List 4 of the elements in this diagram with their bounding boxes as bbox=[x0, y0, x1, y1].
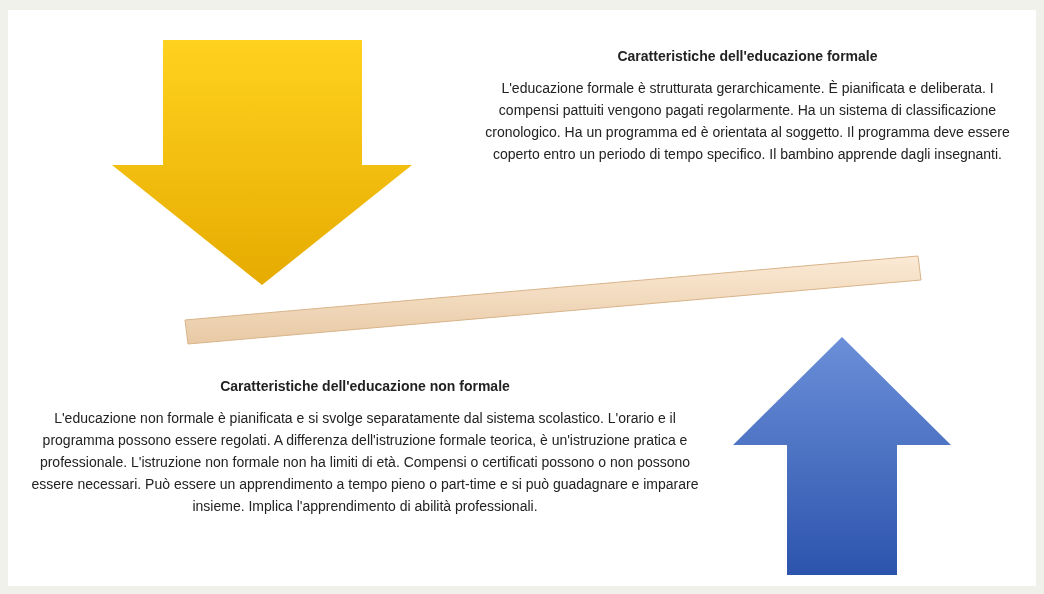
description-text: L'educazione formale è strutturata gerarchicamente. È pianificata e deliberata. I compensi pattuiti vengono pagati regolarmente. Ha un sistema di classificazione cronologico. Ha un programma ed è orientata al soggetto. Il programma deve essere coperto entro un periodo di tempo specifico. Il bambino apprende dagli insegnanti. bbox=[484, 79, 1011, 164]
heading: Caratteristiche dell'educazione formale bbox=[616, 47, 879, 66]
description-text: L'educazione non formale è pianificata e si svolge separatamente dal sistema scolastico. L'orario e il programma possono essere regolati. A differenza dell'istruzione formale teorica, è un'istruzione pratica e professionale. L'istruzione non formale non ha limiti di età. Compensi o certificati possono o non possono essere necessari. Può essere un apprendimento a tempo pieno o part-time e si può guadagnare e imparare insieme. Implica l'apprendimento di abilità professionali. bbox=[30, 409, 700, 516]
heading: Caratteristiche dell'educazione non formale bbox=[219, 377, 511, 396]
